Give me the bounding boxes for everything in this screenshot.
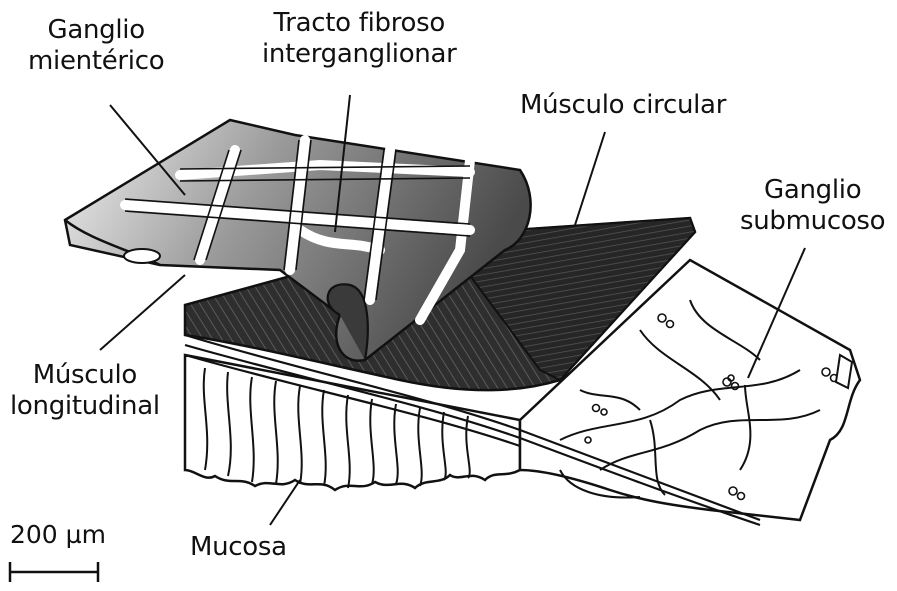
label-submucosal-ganglion: Ganglio submucoso [740,175,885,237]
label-submucosal-ganglion-line1: Ganglio [740,175,885,206]
label-longitudinal-muscle: Músculo longitudinal [10,360,160,422]
label-interganglionic-tract-line2: interganglionar [262,39,457,70]
label-longitudinal-muscle-line1: Músculo [10,360,160,391]
label-myenteric-ganglion-line1: Ganglio [28,15,164,46]
scale-bar-label: 200 µm [10,520,106,549]
label-circular-muscle: Músculo circular [520,90,726,121]
scale-bar [10,562,98,582]
label-myenteric-ganglion: Ganglio mientérico [28,15,164,77]
label-longitudinal-muscle-line2: longitudinal [10,391,160,422]
label-mucosa-text: Mucosa [190,532,287,563]
label-circular-muscle-text: Músculo circular [520,90,726,121]
label-mucosa: Mucosa [190,532,287,563]
label-interganglionic-tract-line1: Tracto fibroso [262,8,457,39]
label-interganglionic-tract: Tracto fibroso interganglionar [262,8,457,70]
label-myenteric-ganglion-line2: mientérico [28,46,164,77]
label-submucosal-ganglion-line2: submucoso [740,206,885,237]
